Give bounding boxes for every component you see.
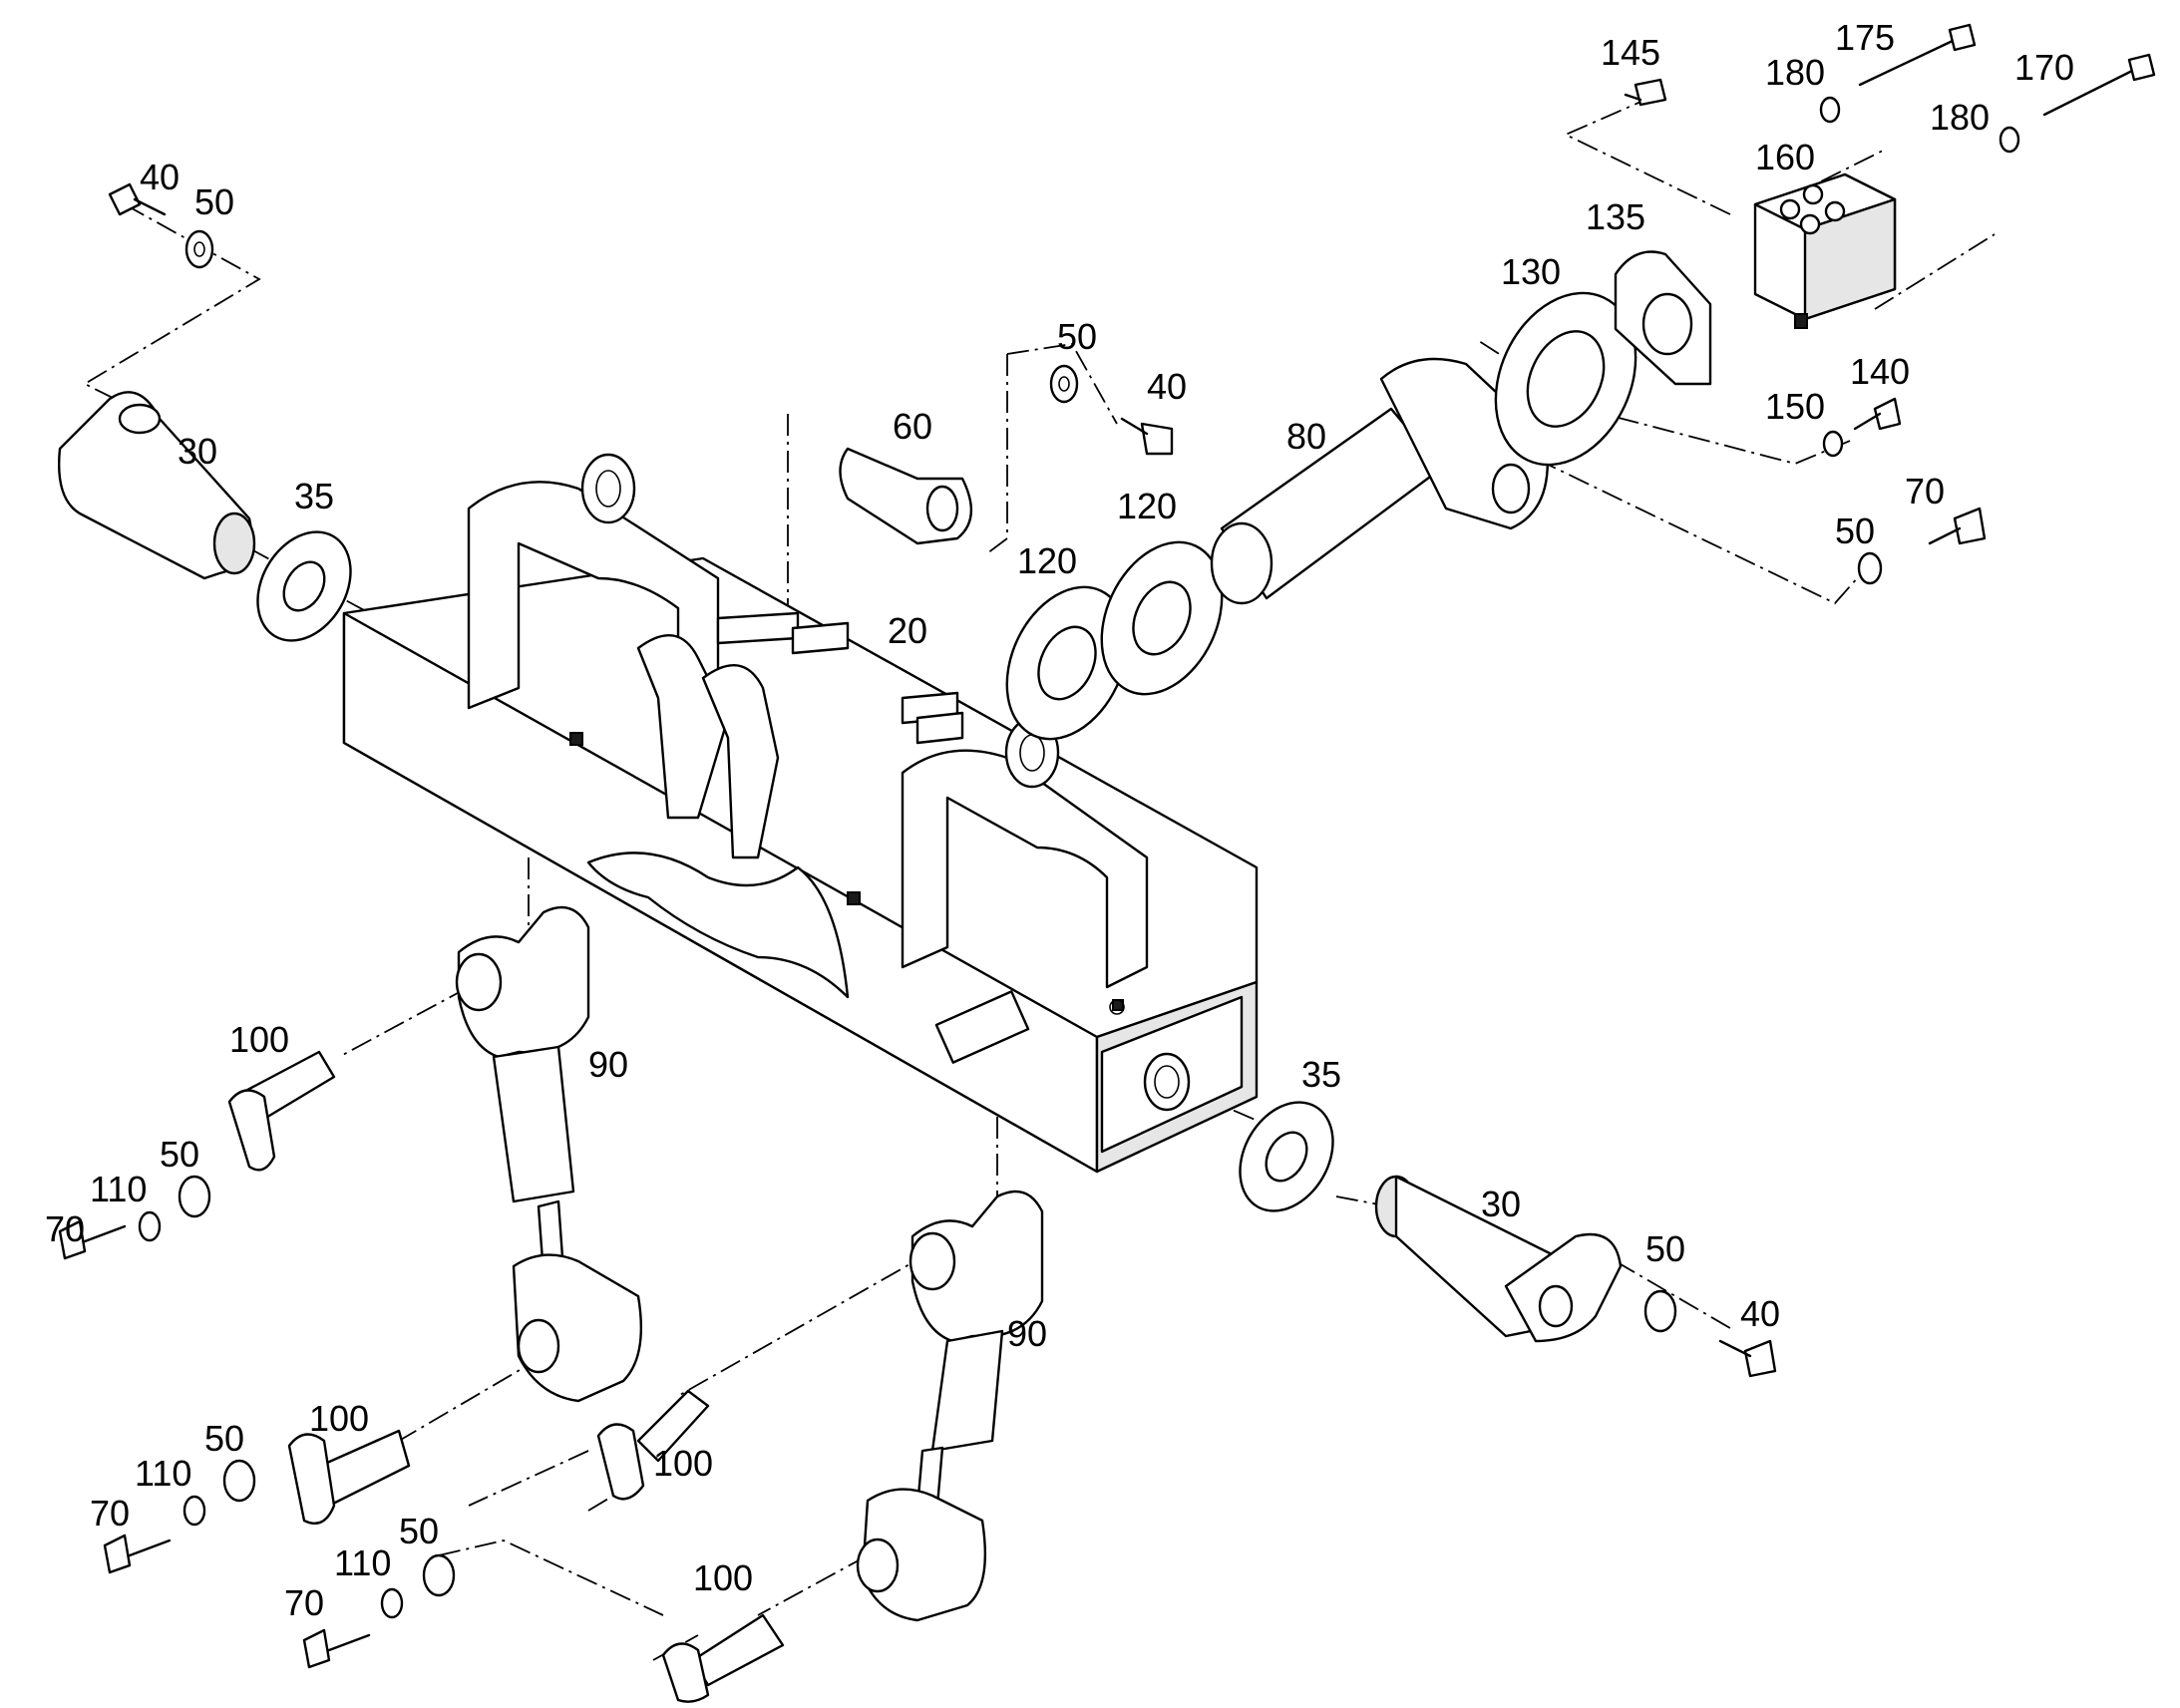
washer-50-b (1049, 364, 1079, 404)
bolt-70-c (103, 1534, 172, 1574)
bolt-170 (2042, 53, 2156, 117)
callout-35-b: 35 (1301, 1054, 1341, 1095)
callout-70-a: 70 (1905, 471, 1945, 512)
callout-150: 150 (1765, 386, 1825, 427)
washer-110-c (380, 1587, 404, 1619)
pin-30-right (1374, 1175, 1623, 1343)
washer-110-b (182, 1495, 206, 1527)
callout-50-g: 50 (399, 1511, 439, 1551)
main-frame-part-20 (342, 453, 1259, 1174)
callout-50-a: 50 (194, 181, 234, 222)
callout-50-c: 50 (1835, 511, 1875, 551)
callout-50-f: 50 (204, 1418, 244, 1459)
callout-90-a: 90 (588, 1044, 628, 1085)
callout-70-c: 70 (90, 1493, 130, 1534)
callout-130: 130 (1501, 251, 1561, 292)
callout-70-d: 70 (284, 1582, 324, 1623)
callout-180-b: 180 (1930, 97, 1990, 138)
callout-40-c: 40 (1740, 1293, 1780, 1334)
callout-170: 170 (2014, 47, 2074, 88)
callout-60: 60 (893, 406, 932, 447)
callout-35-a: 35 (294, 476, 334, 516)
callout-110-c: 110 (334, 1542, 391, 1583)
callout-120-b: 120 (1117, 486, 1177, 526)
washer-35-right (1239, 1101, 1334, 1212)
callout-90-b: 90 (1007, 1313, 1047, 1354)
callout-50-e: 50 (1645, 1228, 1685, 1269)
callout-30-a: 30 (178, 431, 217, 472)
callout-160: 160 (1755, 137, 1815, 177)
callout-20: 20 (888, 610, 927, 651)
bolt-175 (1858, 23, 1977, 87)
callout-135: 135 (1586, 196, 1645, 237)
bolt-40-top-left (108, 182, 167, 216)
callout-40-a: 40 (140, 157, 180, 197)
cylinder-90-right (856, 1190, 1044, 1622)
pin-60 (839, 447, 973, 545)
washer-35-left (256, 530, 352, 642)
cylinder-90-left (455, 905, 643, 1403)
callout-40-b: 40 (1147, 366, 1187, 407)
callout-70-b: 70 (45, 1208, 85, 1249)
washer-50-e (1643, 1289, 1677, 1333)
plate-135 (1614, 250, 1712, 386)
washer-120-b (1100, 540, 1224, 696)
callout-175: 175 (1835, 17, 1895, 58)
washer-180-b (1998, 126, 2020, 154)
washer-50-top-left (184, 229, 214, 269)
washer-50-c (1857, 551, 1883, 585)
pin-30-left (58, 391, 256, 580)
pin-100-a (227, 1050, 336, 1172)
bolt-70-b (58, 1219, 127, 1260)
callout-30-b: 30 (1481, 1184, 1521, 1224)
pin-100-b (287, 1429, 411, 1526)
washer-50-g (422, 1553, 456, 1597)
pin-100-c (596, 1389, 710, 1501)
bolt-140 (1853, 397, 1902, 431)
bolt-70-a (1928, 507, 1987, 545)
callout-100-a: 100 (229, 1019, 289, 1060)
callout-100-d: 100 (693, 1557, 753, 1598)
washer-120-a (1005, 585, 1129, 741)
callout-labels: 40 50 30 35 60 50 40 20 120 120 80 130 1… (45, 17, 2074, 1623)
pin-80 (1210, 357, 1550, 605)
callout-120-a: 120 (1017, 540, 1077, 581)
callout-145: 145 (1601, 32, 1660, 73)
callout-50-b: 50 (1057, 316, 1097, 357)
callout-50-d: 50 (160, 1134, 199, 1175)
washer-180-a (1819, 96, 1841, 124)
callout-100-c: 100 (653, 1443, 713, 1484)
callout-110-a: 110 (90, 1169, 147, 1209)
washer-50-d (178, 1175, 211, 1218)
bolt-70-d (302, 1628, 371, 1669)
callout-180-a: 180 (1765, 52, 1825, 93)
pin-100-d (661, 1613, 785, 1703)
callout-140: 140 (1850, 351, 1910, 392)
flange-130 (1494, 291, 1637, 467)
callout-80: 80 (1286, 416, 1326, 457)
washer-50-f (222, 1459, 256, 1503)
callout-110-b: 110 (135, 1453, 191, 1494)
valve-block-160 (1753, 172, 1897, 329)
bolt-40-c (1718, 1339, 1777, 1378)
washer-150 (1822, 430, 1844, 458)
bolt-145 (1624, 78, 1667, 107)
bolt-40-b (1120, 417, 1174, 456)
callout-100-b: 100 (309, 1398, 369, 1439)
washer-110-a (138, 1210, 162, 1242)
